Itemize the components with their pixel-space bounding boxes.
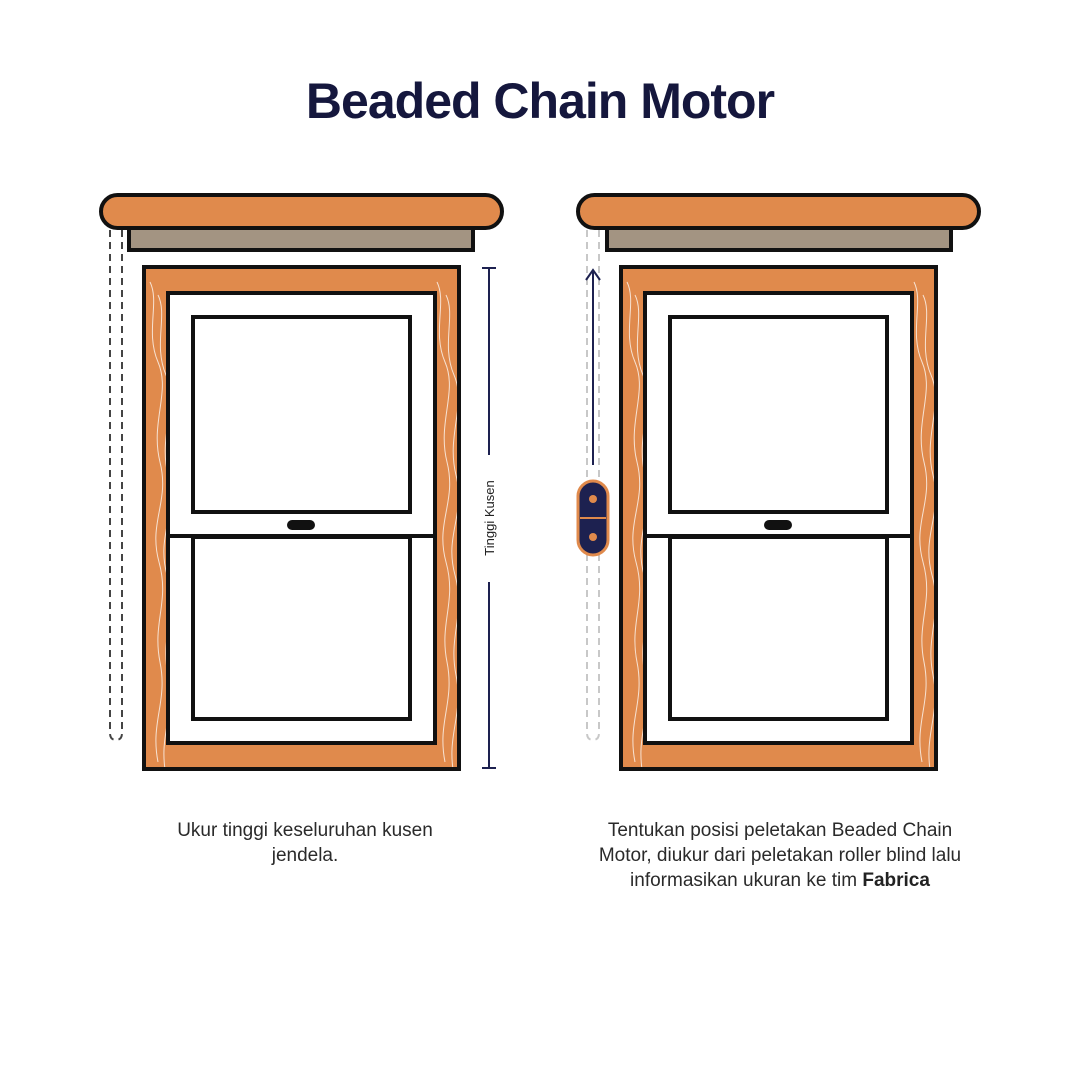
- window-latch: [287, 520, 315, 530]
- dimension-label-tinggi-kusen: Tinggi Kusen: [482, 480, 497, 555]
- chain-dashed-line: [109, 230, 123, 742]
- height-dimension: Tinggi Kusen: [482, 267, 497, 769]
- position-arrow-up: [585, 268, 601, 465]
- right-caption: Tentukan posisi peletakan Beaded Chain M…: [590, 818, 970, 893]
- mounting-bracket: [127, 226, 475, 252]
- mounting-bracket: [605, 226, 953, 252]
- window-latch: [764, 520, 792, 530]
- page-title: Beaded Chain Motor: [305, 73, 775, 129]
- roller-blind-cassette: [99, 193, 504, 230]
- left-window-diagram: Tinggi Kusen: [99, 193, 504, 771]
- chain-dashed-line: [586, 230, 600, 742]
- upper-pane: [191, 315, 412, 514]
- upper-pane: [668, 315, 889, 514]
- right-caption-text: Tentukan posisi peletakan Beaded Chain M…: [598, 820, 962, 891]
- brand-name-fabrica: Fabrica: [862, 870, 930, 891]
- roller-blind-cassette: [576, 193, 981, 230]
- beaded-chain-motor-icon: [576, 479, 610, 557]
- lower-pane: [668, 535, 889, 721]
- left-caption: Ukur tinggi keseluruhan kusen jendela.: [177, 820, 433, 866]
- right-window-diagram: [576, 193, 981, 771]
- lower-pane: [191, 535, 412, 721]
